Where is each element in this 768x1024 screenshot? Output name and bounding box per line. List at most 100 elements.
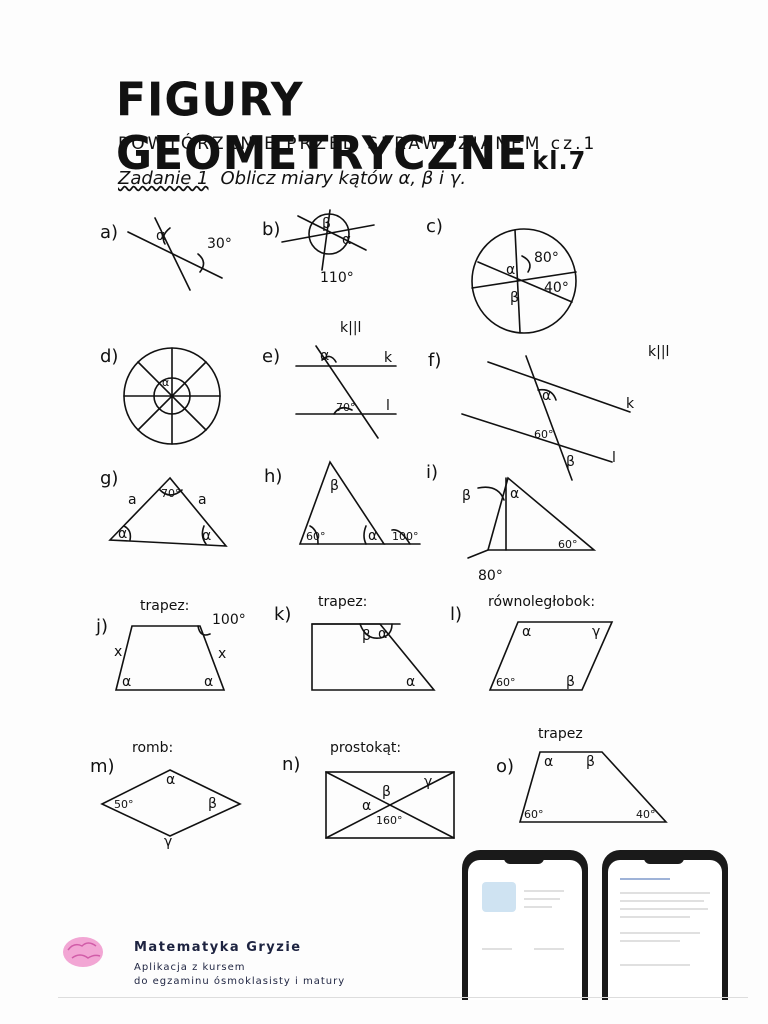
exercise-l-label: l) [450, 604, 462, 625]
exercise-c-angle-alpha: α [506, 262, 515, 278]
exercise-f: f) k||l k l α 60° β [428, 344, 669, 481]
exercise-j-side-x-right: x [218, 646, 226, 662]
brand-description-line1: Aplikacja z kursem [134, 962, 246, 973]
exercise-k-angle-alpha-top: α [378, 626, 387, 642]
exercise-h-angle-100: 100° [392, 530, 419, 543]
exercise-c-angle-80: 80° [534, 250, 559, 266]
exercise-n-angle-160: 160° [376, 814, 403, 827]
exercise-g-angle-alpha-left: α [118, 526, 127, 542]
exercise-j-angle-alpha-right: α [204, 674, 213, 690]
exercise-c-angle-40: 40° [544, 280, 569, 296]
exercise-n-angle-alpha: α [362, 798, 371, 814]
exercise-j-caption: trapez: [140, 598, 189, 614]
task-label: Zadanie 1 [118, 168, 209, 189]
brain-logo-icon [63, 937, 103, 967]
exercise-m-caption: romb: [132, 740, 173, 756]
exercise-l-angle-gamma: γ [592, 624, 600, 640]
exercise-m-label: m) [90, 756, 115, 777]
exercise-o: o) trapez α β 60° 40° [496, 726, 668, 823]
exercise-h-label: h) [264, 466, 282, 487]
phone-screen-left [468, 860, 582, 1000]
exercise-f-line-l: l [612, 450, 616, 466]
exercise-m-angle-gamma: γ [164, 834, 172, 850]
exercise-h-angle-alpha: α [368, 528, 377, 544]
exercise-g-angle-alpha-right: α [202, 528, 211, 544]
exercise-j: j) trapez: 100° x x α α [95, 598, 246, 691]
exercise-j-angle-100: 100° [212, 612, 246, 628]
app-illustration-icon [482, 882, 516, 912]
exercise-f-angle-alpha: α [542, 388, 551, 404]
exercise-e-line-k: k [384, 350, 393, 366]
app-phone-mockup-right [602, 850, 728, 1000]
exercise-a: a) α 30° [100, 217, 232, 291]
exercise-n-angle-beta: β [382, 784, 391, 800]
exercise-g-side-a-left: a [128, 492, 137, 508]
exercise-k-angle-beta: β [362, 628, 371, 644]
exercise-k-caption: trapez: [318, 594, 367, 610]
exercise-b-label: b) [262, 219, 280, 240]
exercise-m-angle-alpha: α [166, 772, 175, 788]
exercise-i-angle-80: 80° [478, 568, 503, 584]
exercise-k-label: k) [274, 604, 291, 625]
exercise-m-angle-50: 50° [114, 798, 134, 811]
exercise-l-caption: równoległobok: [488, 594, 595, 610]
exercise-g-angle-70: 70° [161, 487, 181, 500]
task-text: Oblicz miary kątów α, β i γ. [220, 168, 467, 189]
exercise-i: i) β α 60° 80° [426, 462, 597, 584]
exercise-n: n) prostokąt: γ β α 160° [282, 740, 455, 839]
exercise-o-angle-40: 40° [636, 808, 656, 821]
exercise-i-angle-beta: β [462, 488, 471, 504]
exercise-e-label: e) [262, 346, 280, 367]
worksheet-subtitle: POWTÓRZENIE PRZED SPRAWDZIANEM cz.1 [118, 134, 598, 154]
exercise-b-angle-110: 110° [320, 270, 354, 286]
phone-screen-right [608, 860, 722, 1000]
exercise-i-angle-60: 60° [558, 538, 578, 551]
exercise-g-label: g) [100, 468, 118, 489]
exercise-g-side-a-right: a [198, 492, 207, 508]
title-text: FIGURY GEOMETRYCZNE [116, 73, 529, 181]
exercise-o-caption: trapez [538, 726, 583, 742]
exercise-i-angle-alpha: α [510, 486, 519, 502]
exercise-d-angle-alpha: α [162, 376, 169, 389]
exercise-l: l) równoległobok: α γ 60° β [450, 594, 614, 691]
exercise-f-label: f) [428, 350, 441, 371]
exercise-h-angle-60: 60° [306, 530, 326, 543]
exercise-b-angle-alpha: α [342, 232, 351, 248]
brand-description-line2: do egzaminu ósmoklasisty i matury [134, 976, 346, 987]
exercise-f-angle-60: 60° [534, 428, 554, 441]
task-heading: Zadanie 1 Oblicz miary kątów α, β i γ. [118, 168, 466, 189]
exercise-c-angle-beta: β [510, 290, 519, 306]
title-class-suffix: kl.7 [532, 145, 587, 176]
exercise-m: m) romb: α 50° β γ [90, 740, 242, 850]
exercise-o-angle-alpha: α [544, 754, 553, 770]
exercise-e-note: k||l [340, 320, 361, 336]
exercise-j-label: j) [95, 616, 108, 637]
exercise-o-label: o) [496, 756, 514, 777]
exercise-n-angle-gamma: γ [424, 774, 432, 790]
exercise-l-angle-alpha: α [522, 624, 531, 640]
exercise-k-angle-alpha-bottom: α [406, 674, 415, 690]
exercise-a-label: a) [100, 222, 118, 243]
exercise-c: c) 80° α 40° β [426, 216, 577, 334]
exercise-l-angle-beta: β [566, 674, 575, 690]
exercise-m-angle-beta: β [208, 796, 217, 812]
exercise-f-note: k||l [648, 344, 669, 360]
exercise-f-angle-beta: β [566, 454, 575, 470]
exercise-f-line-k: k [626, 396, 635, 412]
exercise-d: d) α [100, 346, 221, 445]
exercise-c-label: c) [426, 216, 443, 237]
exercise-d-label: d) [100, 346, 118, 367]
exercise-g: g) a a 70° α α [100, 468, 228, 547]
exercise-n-label: n) [282, 754, 300, 775]
exercise-j-side-x-left: x [114, 644, 122, 660]
exercise-h: h) β 60° α 100° [264, 460, 421, 545]
exercise-o-angle-60: 60° [524, 808, 544, 821]
exercise-n-caption: prostokąt: [330, 740, 401, 756]
exercise-e-angle-70: 70° [336, 401, 356, 414]
footer-divider [58, 997, 748, 998]
exercise-l-angle-60: 60° [496, 676, 516, 689]
exercise-e: e) k||l k l α 70° [262, 320, 397, 439]
exercise-i-label: i) [426, 462, 438, 483]
